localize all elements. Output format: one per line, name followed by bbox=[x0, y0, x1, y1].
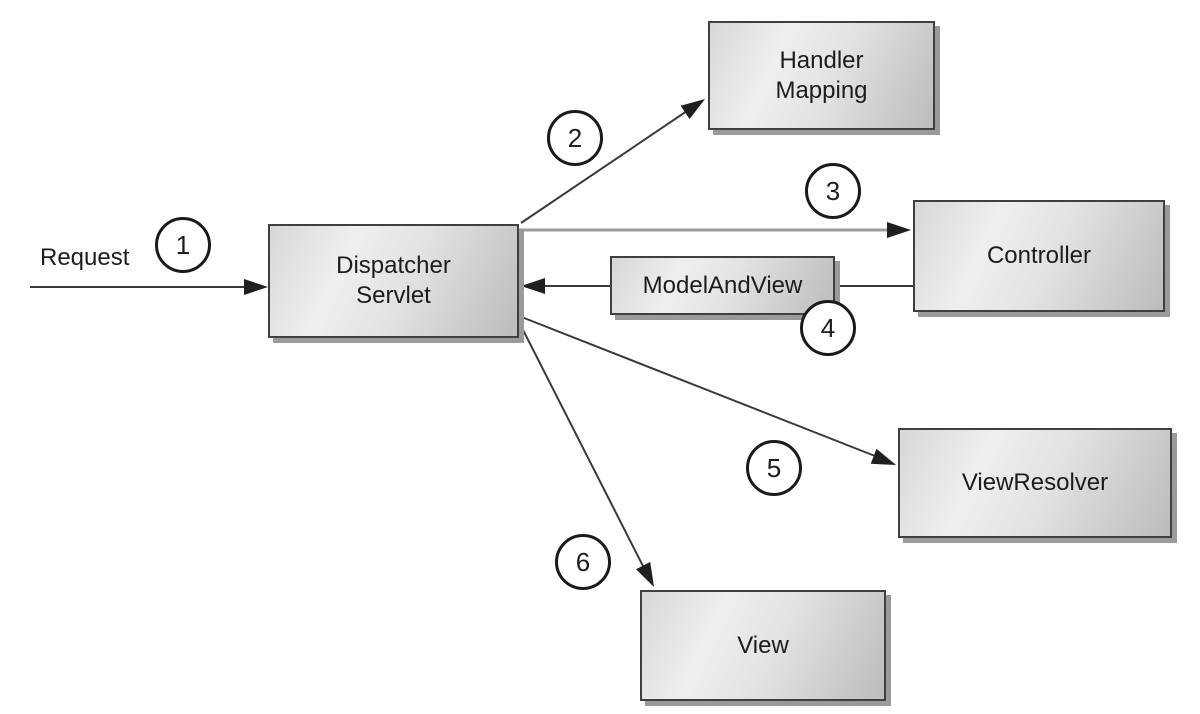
node-view: View bbox=[640, 590, 886, 701]
node-dispatcher-servlet-label: Dispatcher Servlet bbox=[336, 252, 451, 309]
node-dispatcher-servlet: Dispatcher Servlet bbox=[268, 224, 519, 338]
arrow-3-head bbox=[887, 222, 911, 238]
arrow-6-shaft bbox=[518, 321, 646, 571]
node-view-resolver-label: ViewResolver bbox=[961, 469, 1109, 496]
node-controller: Controller bbox=[913, 200, 1165, 312]
step-circle-6: 6 bbox=[555, 534, 611, 590]
node-model-and-view-label: ModelAndView bbox=[642, 271, 803, 299]
arrow-4-head bbox=[521, 278, 545, 294]
arrow-2-head bbox=[680, 99, 705, 119]
step-5-number: 5 bbox=[766, 452, 782, 483]
node-view-resolver: ViewResolver bbox=[898, 428, 1172, 538]
step-2-number: 2 bbox=[567, 122, 583, 153]
step-1-number: 1 bbox=[175, 229, 191, 260]
step-circle-3: 3 bbox=[805, 163, 861, 219]
step-circle-2: 2 bbox=[547, 110, 603, 166]
arrow-1-head bbox=[244, 279, 268, 295]
step-circle-1: 1 bbox=[155, 217, 211, 273]
node-handler-mapping: Handler Mapping bbox=[708, 21, 935, 130]
step-6-number: 6 bbox=[575, 546, 591, 577]
arrow-5-head bbox=[870, 448, 896, 465]
node-view-label: View bbox=[737, 631, 789, 659]
node-controller-label: Controller bbox=[986, 242, 1092, 269]
request-label: Request bbox=[40, 244, 130, 271]
step-3-number: 3 bbox=[825, 175, 841, 206]
arrow-2-shaft bbox=[520, 110, 688, 224]
node-model-and-view: ModelAndView bbox=[610, 256, 835, 315]
arrow-6-head bbox=[636, 562, 654, 587]
arrow-5-shaft bbox=[518, 315, 876, 457]
step-4-number: 4 bbox=[820, 312, 836, 343]
node-handler-mapping-label: Handler Mapping bbox=[775, 46, 868, 104]
step-circle-5: 5 bbox=[746, 440, 802, 496]
step-circle-4: 4 bbox=[800, 300, 856, 356]
